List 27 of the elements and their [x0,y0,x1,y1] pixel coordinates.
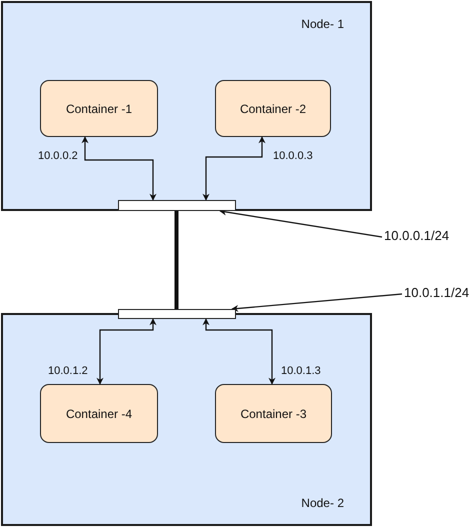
ip-address-label: 10.0.1.3 [281,365,321,377]
container-label: Container -4 [66,406,132,420]
container-box [215,80,331,137]
container-label: Container -1 [66,102,132,116]
leader-arrow [231,293,402,312]
container-label: Container -2 [240,102,306,116]
leader-arrow [219,208,382,238]
node-heading: Node- 2 [301,496,344,510]
arrow [82,136,156,201]
host-node-box [1,313,372,526]
ip-address-label: 10.0.0.2 [38,150,78,162]
arrow [202,318,276,385]
container-box [40,384,158,443]
bridge-bar [118,309,236,319]
address-label: 10.0.0.1/24 [384,228,464,246]
host-node-box [1,1,372,211]
container-label: Container -3 [240,406,307,420]
container-box [40,80,158,137]
connector-line [174,211,178,309]
bridge-bar [118,200,236,211]
node-heading: Node- 1 [301,17,344,31]
ip-address-label: 10.0.0.3 [273,150,313,162]
address-label: 10.0.1.1/24 [404,285,474,303]
arrow [202,136,266,201]
arrow [96,318,156,385]
ip-address-label: 10.0.1.2 [48,365,88,377]
container-box [215,384,332,443]
